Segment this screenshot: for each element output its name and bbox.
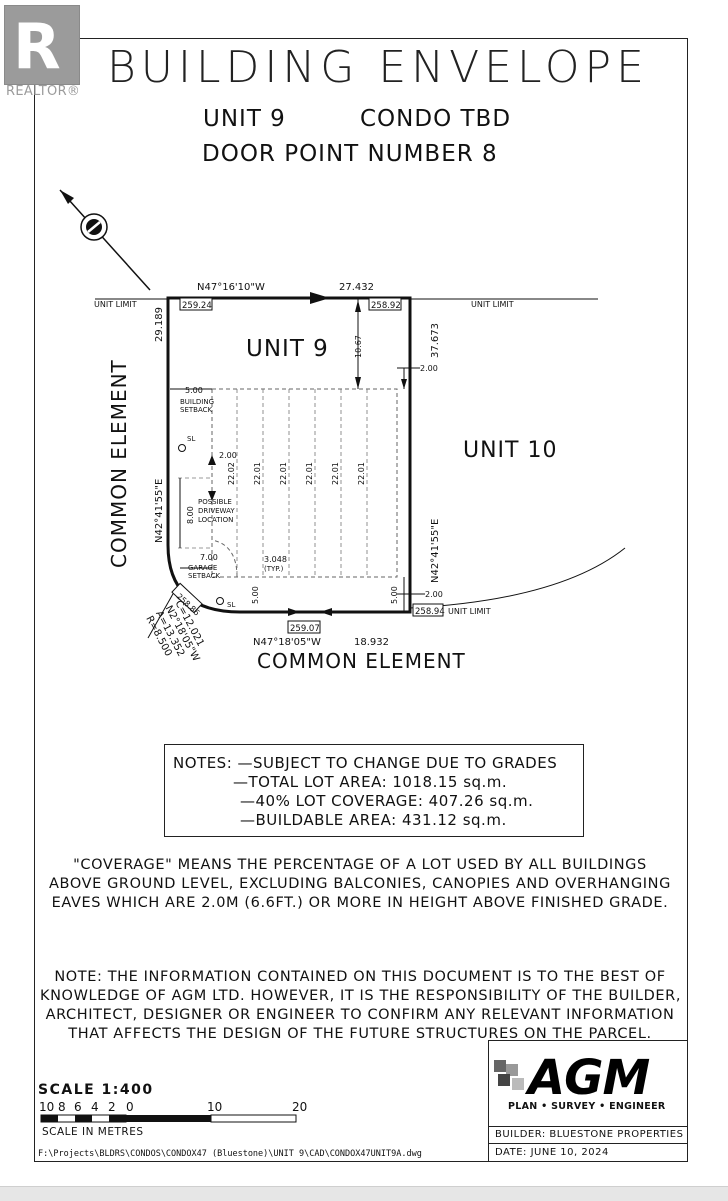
neighbor-unit-label: UNIT 10 [463, 438, 557, 463]
scale-tick: 4 [91, 1100, 99, 1114]
note-grades: NOTES: —SUBJECT TO CHANGE DUE TO GRADES [173, 754, 558, 772]
scale-tick: 6 [74, 1100, 82, 1114]
building-envelope [211, 388, 398, 578]
site-plan: UNIT 9 UNIT 10 COMMON ELEMENT COMMON ELE… [59, 189, 626, 673]
company-logo-text: AGM [528, 1050, 650, 1106]
disclaimer-line: ARCHITECT, DESIGNER OR ENGINEER TO CONFI… [45, 1007, 675, 1023]
company-tagline: PLAN • SURVEY • ENGINEER [508, 1101, 666, 1112]
common-element-left: COMMON ELEMENT [107, 359, 131, 568]
bearing-left: N42°41'55"E [154, 479, 165, 543]
lot-depth: 22.01 [331, 462, 340, 485]
scale-label: SCALE 1:400 [38, 1082, 154, 1098]
lot-depth-dims: 22.02 22.01 22.01 22.01 22.01 22.01 [227, 462, 366, 485]
survey-marker-icon [178, 444, 186, 452]
driveway-width-dim: 8.00 [186, 506, 195, 524]
door-point-heading: DOOR POINT NUMBER 8 [202, 141, 498, 167]
notes-box: NOTES: —SUBJECT TO CHANGE DUE TO GRADES … [164, 744, 584, 837]
unit-heading: UNIT 9 [203, 106, 286, 132]
unit-limit-label: UNIT LIMIT [94, 300, 137, 309]
distance-left: 29.189 [154, 307, 165, 342]
builder-name: BUILDER: BLUESTONE PROPERTIES [488, 1126, 688, 1144]
side-setback-dim: 2.00 [420, 364, 438, 373]
rear-setback-left: 5.00 [251, 586, 260, 604]
distance-bottom: 18.932 [354, 637, 389, 648]
scale-tick: 10 [39, 1100, 55, 1114]
agm-logo-icon [494, 1060, 524, 1090]
scale-tick: 0 [126, 1100, 134, 1114]
rear-setback-right: 5.00 [390, 586, 399, 604]
bearing-top: N47°16'10"W [197, 282, 265, 293]
survey-marker-icon [216, 597, 224, 605]
realtor-logo-text: REALTOR® [6, 84, 81, 99]
elevation-bottom-right: 258.94 [415, 607, 445, 617]
scale-units: SCALE IN METRES [42, 1126, 144, 1138]
garage-setback-label-2: SETBACK [188, 572, 220, 580]
unit-limit-curve [409, 547, 626, 609]
bearing-right: N42°41'55"E [430, 519, 441, 583]
coverage-definition-line: EAVES WHICH ARE 2.0M (6.6FT.) OR MORE IN… [51, 895, 669, 911]
scale-tick: 2 [108, 1100, 116, 1114]
building-setback-label-2: SETBACK [180, 406, 212, 414]
elevation-top-left: 259.24 [182, 301, 212, 311]
unit-limit-label: UNIT LIMIT [471, 300, 514, 309]
disclaimer-line: THAT AFFECTS THE DESIGN OF THE FUTURE ST… [68, 1026, 652, 1042]
north-arrow-icon [59, 189, 151, 291]
driveway-offset-dim: 2.00 [219, 451, 237, 460]
note-buildable: —BUILDABLE AREA: 431.12 sq.m. [240, 811, 507, 829]
lot-depth: 22.01 [305, 462, 314, 485]
lot-depth: 22.02 [227, 462, 236, 485]
survey-marker-label-2: SL [227, 601, 235, 609]
garage-setback-label: GARAGE [188, 564, 217, 572]
garage-setback-dim: 7.00 [200, 553, 218, 562]
typical-label: (TYP.) [264, 565, 284, 573]
unit-label: UNIT 9 [246, 336, 329, 362]
footer-bar [0, 1186, 728, 1201]
lot-depth: 22.01 [279, 462, 288, 485]
driveway-label-3: LOCATION [198, 516, 233, 524]
note-lot-area: —TOTAL LOT AREA: 1018.15 sq.m. [233, 773, 508, 791]
driveway-label-2: DRIVEWAY [198, 507, 235, 515]
scale-tick: 10 [207, 1100, 223, 1114]
file-path: F:\Projects\BLDRS\CONDOS\CONDOX47 (Blues… [38, 1149, 422, 1159]
elevation-bottom-middle: 259.07 [290, 624, 320, 634]
side-setback-dim-2: 2.00 [425, 590, 443, 599]
lot-depth: 22.01 [253, 462, 262, 485]
distance-top: 27.432 [339, 282, 374, 293]
drawing-date: DATE: JUNE 10, 2024 [495, 1147, 609, 1158]
common-element-bottom: COMMON ELEMENT [257, 649, 466, 673]
title-block [488, 1040, 688, 1162]
page-title: BUILDING ENVELOPE [107, 42, 649, 93]
scale-tick: 20 [292, 1100, 308, 1114]
condo-heading: CONDO TBD [360, 106, 512, 132]
coverage-definition-line: "COVERAGE" MEANS THE PERCENTAGE OF A LOT… [73, 857, 647, 873]
elevation-top-right: 258.92 [371, 301, 401, 311]
driveway-label: POSSIBLE [198, 498, 232, 506]
scale-tick: 8 [58, 1100, 66, 1114]
disclaimer-line: KNOWLEDGE OF AGM LTD. HOWEVER, IT IS THE… [40, 988, 682, 1004]
bearing-bottom: N47°18'05"W [253, 637, 321, 648]
building-setback-label: BUILDING [180, 398, 214, 406]
distance-right: 37.673 [430, 323, 441, 358]
disclaimer-line: NOTE: THE INFORMATION CONTAINED ON THIS … [54, 969, 666, 985]
unit-limit-label: UNIT LIMIT [448, 607, 491, 616]
front-setback-dim: 10.67 [354, 335, 363, 358]
building-setback-dim: 5.00 [185, 386, 203, 395]
realtor-logo-mark: R [13, 10, 61, 83]
typical-width-dim: 3.048 [264, 555, 287, 564]
coverage-definition-line: ABOVE GROUND LEVEL, EXCLUDING BALCONIES,… [49, 876, 671, 892]
scale-bar [40, 1114, 297, 1123]
survey-marker-label: SL [187, 435, 195, 443]
lot-depth: 22.01 [357, 462, 366, 485]
note-coverage: —40% LOT COVERAGE: 407.26 sq.m. [240, 792, 534, 810]
drawing-sheet-border [34, 38, 688, 1162]
realtor-logo: R [4, 5, 80, 85]
